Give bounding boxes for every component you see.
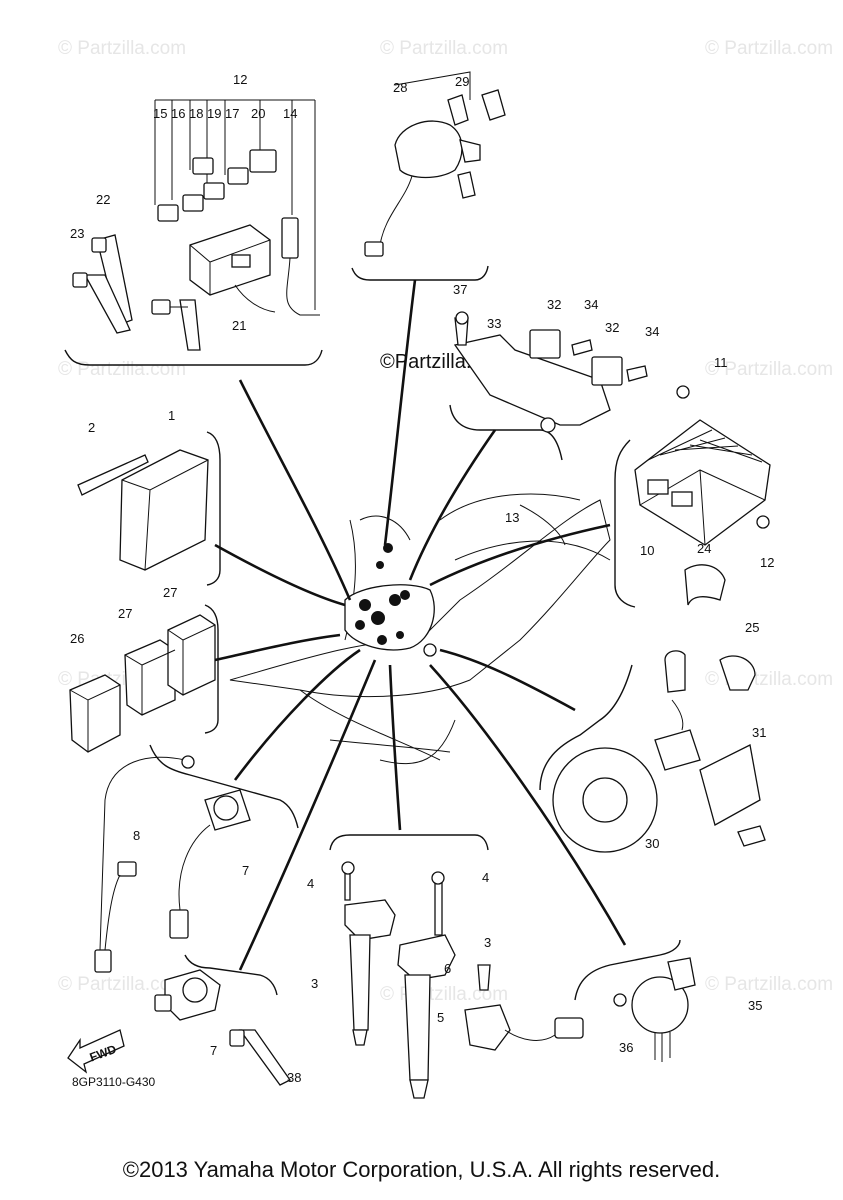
fuse-box-group bbox=[72, 99, 320, 351]
watermark-text: © Partzilla.com bbox=[705, 359, 833, 380]
callout-label: 34 bbox=[645, 324, 659, 339]
ignition-coils-group bbox=[341, 861, 584, 1099]
callout-label: 4 bbox=[307, 876, 314, 891]
diagram-code: 8GP3110-G430 bbox=[72, 1075, 155, 1089]
callout-label: 14 bbox=[283, 106, 297, 121]
relay-bracket-group bbox=[453, 311, 648, 433]
pickup-rotor-group bbox=[552, 650, 766, 853]
callout-numbers: 12 15 16 18 19 17 20 14 22 23 21 28 29 3… bbox=[70, 72, 774, 1085]
callout-label: 7 bbox=[242, 863, 249, 878]
callout-label: 32 bbox=[605, 320, 619, 335]
callout-label: 27 bbox=[118, 606, 132, 621]
buzzer-group bbox=[613, 957, 696, 1062]
callout-label: 27 bbox=[163, 585, 177, 600]
callout-label: 30 bbox=[645, 836, 659, 851]
callout-label: 28 bbox=[393, 80, 407, 95]
relays-group bbox=[69, 614, 216, 753]
watermark-text: © Partzilla.com bbox=[705, 38, 833, 59]
leader-lines bbox=[214, 279, 627, 971]
watermark-text: © Partzilla.com bbox=[58, 38, 186, 59]
pressure-sensor-group bbox=[154, 969, 291, 1086]
main-switch-group bbox=[364, 71, 506, 257]
ecu-group bbox=[77, 449, 209, 571]
callout-label: 5 bbox=[437, 1010, 444, 1025]
copyright-notice: ©2013 Yamaha Motor Corporation, U.S.A. A… bbox=[122, 1157, 721, 1182]
callout-label: 11 bbox=[714, 355, 728, 370]
callout-label: 29 bbox=[455, 74, 469, 89]
callout-label: 12 bbox=[760, 555, 774, 570]
callout-label: 1 bbox=[168, 408, 175, 423]
callout-label: 25 bbox=[745, 620, 759, 635]
callout-label: 10 bbox=[640, 543, 654, 558]
callout-label: 22 bbox=[96, 192, 110, 207]
callout-label: 7 bbox=[210, 1043, 217, 1058]
rectifier-regulator-group bbox=[634, 385, 771, 606]
callout-label: 32 bbox=[547, 297, 561, 312]
watermark-text: © Partzilla.com bbox=[58, 359, 186, 380]
callout-label: 36 bbox=[619, 1040, 633, 1055]
callout-label: 24 bbox=[697, 541, 711, 556]
forward-arrow: FWD bbox=[67, 1029, 125, 1074]
callout-label: 34 bbox=[584, 297, 598, 312]
sensor-leads-group bbox=[94, 755, 251, 973]
callout-label: 12 bbox=[233, 72, 247, 87]
callout-label: 3 bbox=[484, 935, 491, 950]
callout-label: 38 bbox=[287, 1070, 301, 1085]
callout-label: 4 bbox=[482, 870, 489, 885]
callout-label: 2 bbox=[88, 420, 95, 435]
callout-label: 15 bbox=[153, 106, 167, 121]
watermark-text: © Partzilla.com bbox=[705, 974, 833, 995]
callout-label: 3 bbox=[311, 976, 318, 991]
callout-label: 35 bbox=[748, 998, 762, 1013]
wire-harness-center bbox=[355, 543, 437, 657]
callout-label: 19 bbox=[207, 106, 221, 121]
callout-label: 16 bbox=[171, 106, 185, 121]
vehicle-frame-outline bbox=[229, 493, 611, 765]
callout-label: 18 bbox=[189, 106, 203, 121]
callout-label: 13 bbox=[505, 510, 519, 525]
callout-label: 37 bbox=[453, 282, 467, 297]
callout-label: 23 bbox=[70, 226, 84, 241]
watermark-text: © Partzilla.com bbox=[58, 974, 186, 995]
callout-label: 6 bbox=[444, 961, 451, 976]
callout-label: 8 bbox=[133, 828, 140, 843]
watermark-text: © Partzilla.com bbox=[380, 38, 508, 59]
callout-label: 31 bbox=[752, 725, 766, 740]
callout-label: 21 bbox=[232, 318, 246, 333]
callout-label: 17 bbox=[225, 106, 239, 121]
callout-label: 33 bbox=[487, 316, 501, 331]
callout-label: 20 bbox=[251, 106, 265, 121]
callout-label: 26 bbox=[70, 631, 84, 646]
group-brackets bbox=[64, 265, 681, 1001]
